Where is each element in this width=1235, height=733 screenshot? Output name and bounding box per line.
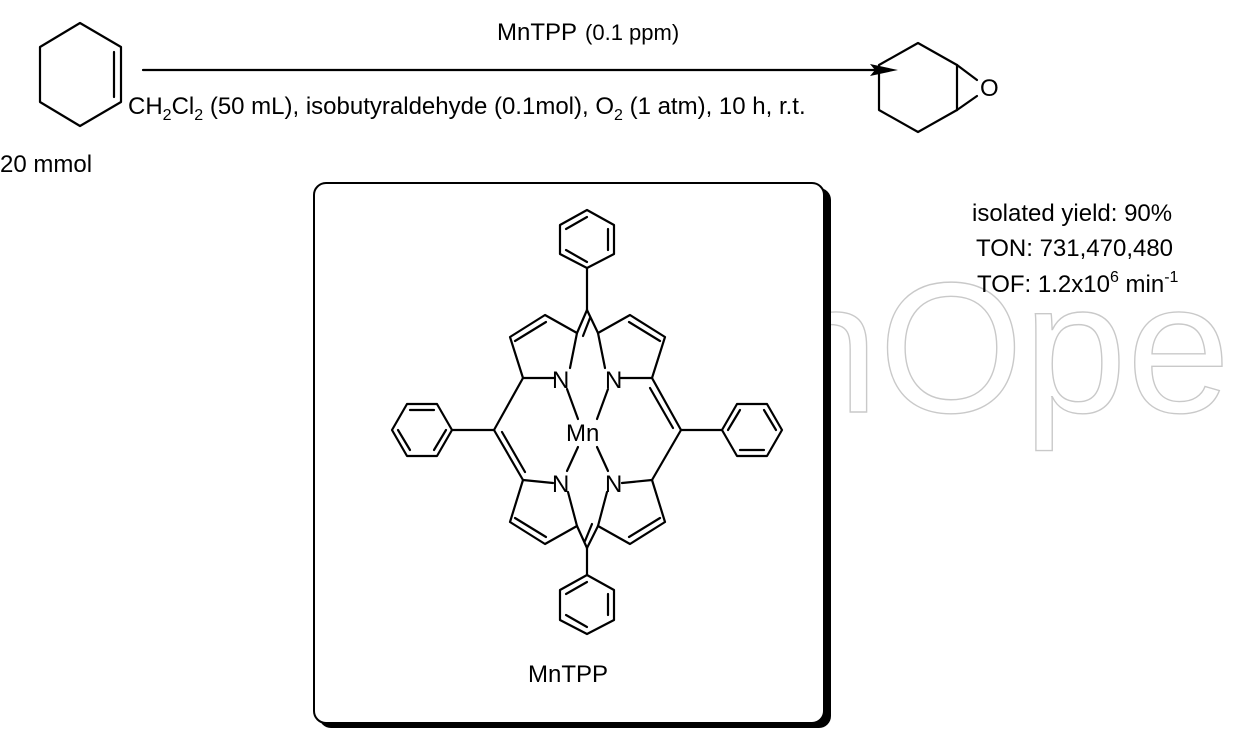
nitrogen-bottom-right: N <box>605 471 622 498</box>
product-oxygen: O <box>980 75 999 102</box>
manganese-center: Mn <box>566 420 599 447</box>
meso-top-double <box>581 316 592 338</box>
meso-bottom-bond-l <box>575 524 589 550</box>
nitrogen-top-right: N <box>605 367 622 394</box>
nitrogen-bottom-left: N <box>552 471 569 498</box>
meso-bottom-double <box>583 522 594 543</box>
pyrrole-tl-n-bond <box>568 331 579 370</box>
pyrrole-br-n-bond <box>596 490 609 528</box>
meso-top-bond-r <box>585 308 600 335</box>
pyrrole-tl-ring <box>508 313 579 380</box>
mn-n-bond-bl <box>565 445 580 473</box>
meso-left-bond-t <box>492 376 525 432</box>
pyrrole-tr-ring <box>596 313 667 380</box>
substrate-amount: 20 mmol <box>0 151 92 178</box>
mn-n-bond-tr <box>595 387 610 421</box>
product-ring <box>877 41 959 134</box>
pyrrole-bl-n-bond-2 <box>521 478 555 485</box>
meso-right-bond-b <box>650 428 683 482</box>
pyrrole-bl-n-bond <box>566 490 579 528</box>
meso-top-bond-l <box>575 308 589 335</box>
phenyl-left <box>390 402 454 458</box>
ton-value: TON: 731,470,480 <box>976 235 1173 262</box>
cyclohexene-ring <box>38 21 123 128</box>
reaction-conditions: CH2Cl2 (50 mL), isobutyraldehyde (0.1mol… <box>128 93 806 124</box>
pyrrole-br-double <box>627 516 662 539</box>
meso-right-bond-t <box>650 376 683 432</box>
meso-bottom-bond-r <box>585 524 600 550</box>
product-epoxide-o-bond-1 <box>955 63 979 82</box>
phenyl-right <box>720 402 784 458</box>
product-epoxide-o-bond-2 <box>955 94 979 112</box>
pyrrole-bl-ring <box>508 478 579 546</box>
meso-right-double <box>648 386 675 430</box>
reagent-above: MnTPP(0.1 ppm) <box>497 19 679 46</box>
pyrrole-tr-double <box>627 320 662 343</box>
tof-value: TOF: 1.2x106 min-1 <box>977 269 1179 298</box>
catalyst-box-frame <box>313 182 825 724</box>
pyrrole-br-ring <box>596 478 667 546</box>
catalyst-name: MnTPP <box>528 661 608 688</box>
pyrrole-bl-double <box>513 516 548 539</box>
reaction-arrow <box>141 64 898 76</box>
phenyl-bottom <box>558 573 616 636</box>
porphyrin-structure <box>450 266 724 577</box>
meso-left-bond-b <box>492 428 525 482</box>
mn-n-bond-tl <box>565 387 580 421</box>
isolated-yield: isolated yield: 90% <box>972 200 1172 227</box>
nitrogen-top-left: N <box>552 367 569 394</box>
mn-n-bond-br <box>595 445 610 473</box>
cyclohexene-structure <box>38 21 123 128</box>
meso-left-double <box>500 430 527 474</box>
catalyst-box <box>313 182 831 728</box>
pyrrole-tl-double <box>513 320 548 343</box>
pyrrole-br-n-bond-2 <box>620 478 654 485</box>
pyrrole-tr-n-bond <box>596 331 607 370</box>
phenyl-top <box>558 208 616 270</box>
cyclohexene-oxide-structure <box>877 41 979 134</box>
arrow-head <box>870 64 898 76</box>
